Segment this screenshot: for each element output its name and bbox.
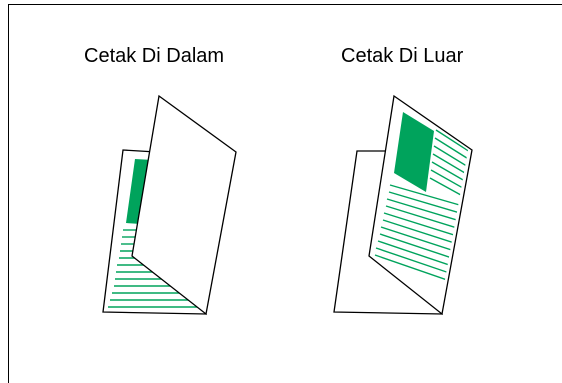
outside-print-line <box>388 191 468 217</box>
frame-border-top <box>8 4 562 5</box>
frame-border-left <box>8 4 9 383</box>
inside-print-label: Cetak Di Dalam <box>84 45 225 67</box>
outside-print-line <box>389 184 468 209</box>
outside-print-line <box>433 145 468 169</box>
inside-front-page <box>131 94 237 316</box>
outside-print-line <box>432 153 468 177</box>
outside-print-line <box>435 129 468 153</box>
outside-front-page <box>368 94 473 316</box>
outside-print-block <box>394 112 434 192</box>
outside-print-label: Cetak Di Luar <box>341 45 464 67</box>
outside-print-line <box>434 137 468 161</box>
